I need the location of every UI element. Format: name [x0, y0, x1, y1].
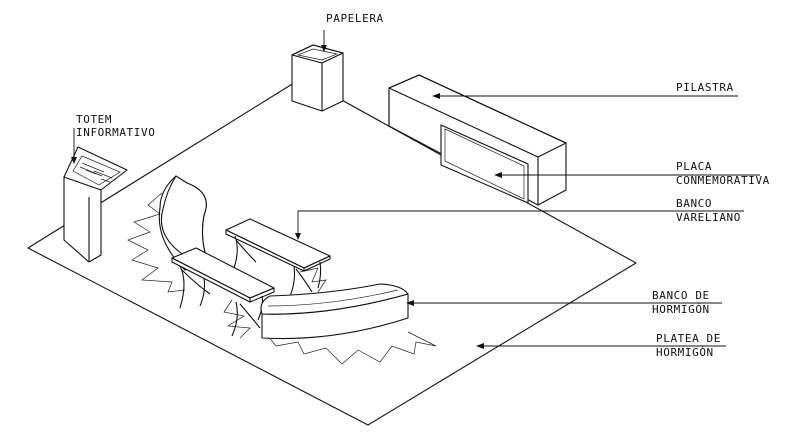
banco-vareliano	[225, 218, 331, 297]
leader-totem	[71, 128, 77, 164]
label-banco-hormigon-line1: BANCO DE	[652, 289, 710, 302]
label-placa-line2: CONMEMORATIVA	[676, 174, 770, 187]
leader-banco-vareliano	[295, 210, 744, 240]
label-totem-line1: TOTEM	[76, 113, 112, 126]
label-papelera: PAPELERA	[326, 12, 384, 25]
label-placa-line1: PLACA	[676, 160, 712, 173]
label-totem-line2: INFORMATIVO	[76, 126, 155, 139]
label-platea-line1: PLATEA DE	[656, 332, 721, 345]
leader-banco-hormigon	[406, 300, 722, 306]
label-banco-hormigon-line2: HORMIGÓN	[652, 303, 710, 316]
placa-conmemorativa	[440, 124, 529, 204]
leader-platea	[476, 343, 726, 349]
shadow-curved-bench	[127, 192, 186, 293]
leader-pilastra	[432, 93, 738, 99]
shadow-bench-left	[223, 299, 251, 339]
papelera	[291, 44, 344, 112]
totem-informativo	[63, 146, 128, 263]
banco-de-hormigon	[260, 283, 409, 340]
label-banco-vareliano-line1: BANCO	[676, 197, 712, 210]
shadow-table-right	[299, 267, 327, 293]
banco-mesa-frontal	[171, 247, 275, 337]
platea-de-hormigon	[27, 77, 637, 426]
label-pilastra: PILASTRA	[676, 81, 734, 94]
label-banco-vareliano-line2: VARELIANO	[676, 211, 741, 224]
leader-placa	[494, 172, 760, 178]
shadow-concrete-bench	[267, 331, 437, 365]
label-platea-line2: HORMIGÓN	[656, 346, 714, 359]
leader-papelera	[321, 30, 327, 52]
